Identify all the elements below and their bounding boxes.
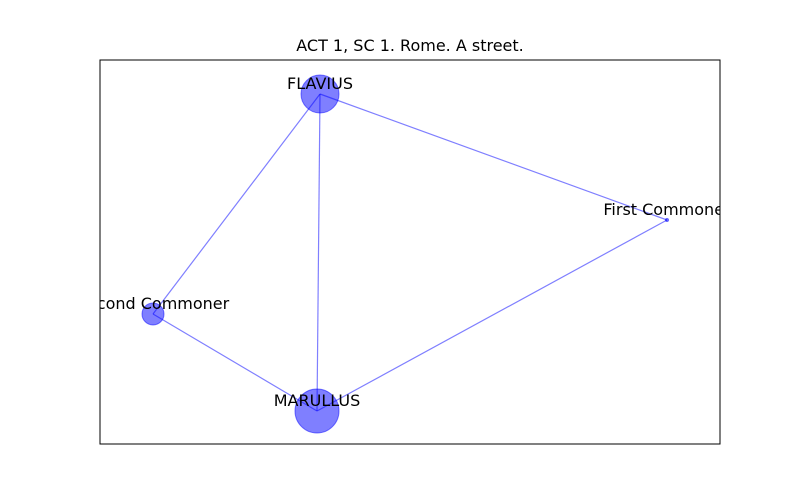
node-first-commoner bbox=[665, 218, 669, 222]
edge-flavius-first bbox=[319, 93, 668, 221]
label-first-commoner: First Commoner bbox=[603, 200, 731, 219]
diagram-title: ACT 1, SC 1. Rome. A street. bbox=[296, 36, 524, 55]
node-marullus bbox=[294, 388, 340, 434]
label-second-commoner: Second Commoner bbox=[77, 294, 230, 313]
edge-flavius-second bbox=[152, 93, 321, 315]
label-flavius: FLAVIUS bbox=[287, 74, 353, 93]
labels-layer: FLAVIUS First Commoner Second Commoner M… bbox=[77, 74, 731, 410]
edge-second-marullus bbox=[152, 313, 318, 412]
edges-layer bbox=[152, 93, 668, 412]
node-second-commoner bbox=[141, 302, 165, 326]
label-marullus: MARULLUS bbox=[274, 391, 360, 410]
edge-first-marullus bbox=[316, 219, 668, 412]
node-flavius bbox=[300, 74, 340, 114]
nodes-layer bbox=[141, 74, 669, 434]
edge-flavius-marullus bbox=[316, 93, 321, 412]
plot-frame bbox=[99, 59, 721, 445]
